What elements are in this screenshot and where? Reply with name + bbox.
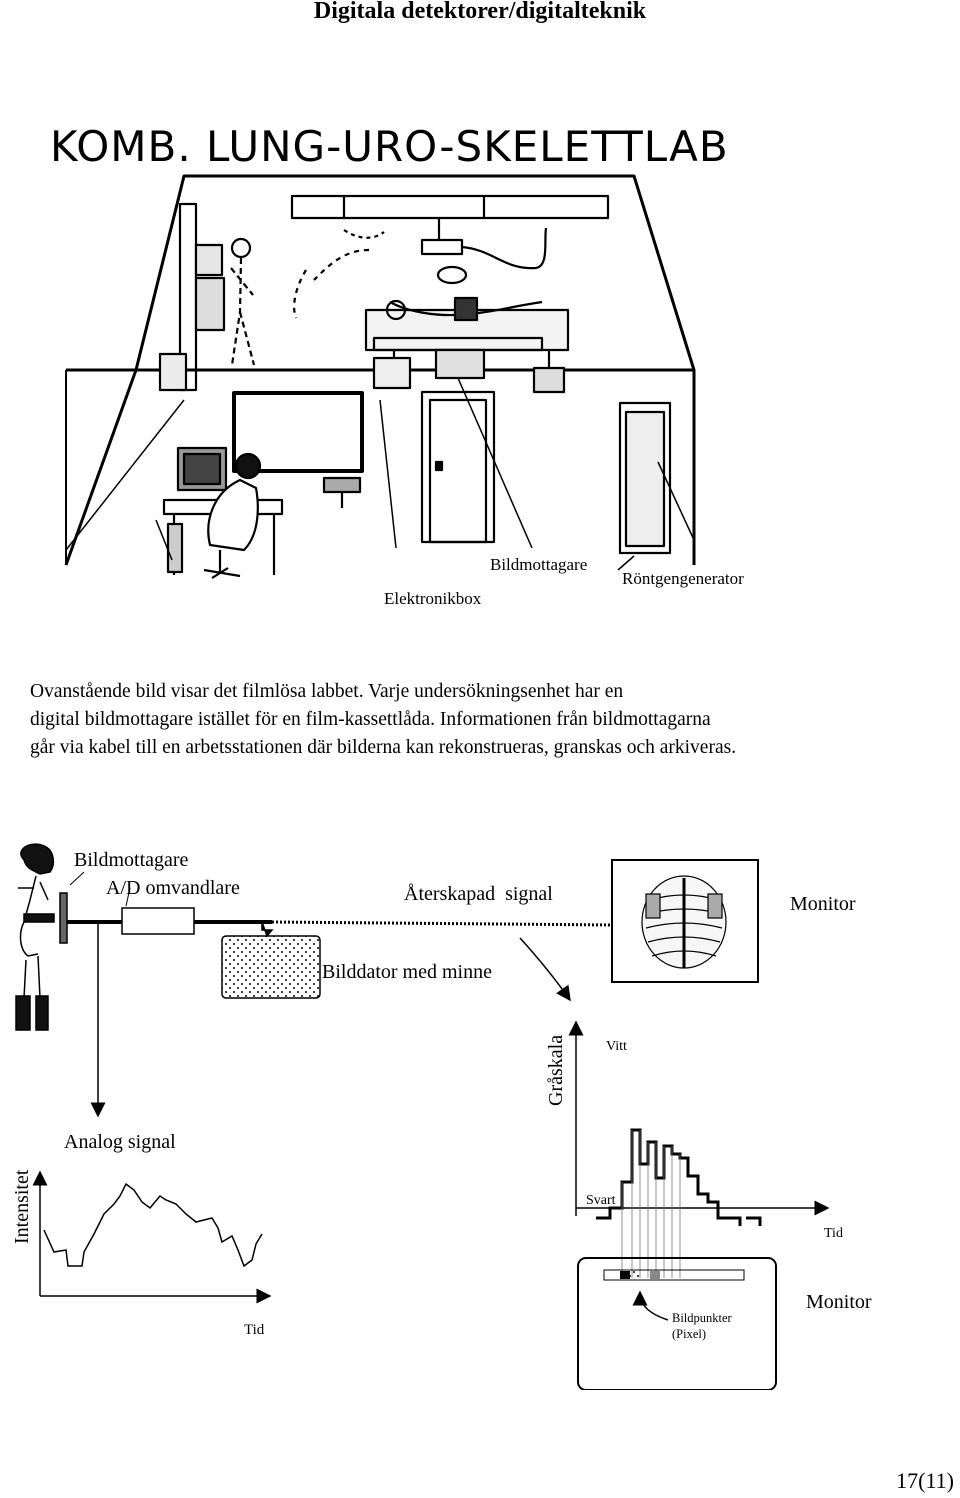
figure-caption: Ovanstående bild visar det filmlösa labb… xyxy=(30,678,930,762)
label-ad-omvandlare: A/D omvandlare xyxy=(106,877,240,899)
ad-converter-box xyxy=(121,907,195,935)
computer-memory-block xyxy=(221,935,321,999)
wall-detector xyxy=(194,276,226,332)
lab-sign: KOMB. LUNG-URO-SKELETTLAB xyxy=(50,122,729,171)
label-analog-signal: Analog signal xyxy=(64,1131,176,1153)
caption-line: Ovanstående bild visar det filmlösa labb… xyxy=(30,681,624,702)
label-vitt: Vitt xyxy=(606,1039,627,1054)
label-tid-right: Tid xyxy=(824,1226,843,1241)
leader-rontgengenerator xyxy=(657,461,695,541)
monitor-bottom xyxy=(577,1257,777,1390)
page-number: 17(11) xyxy=(896,1468,954,1493)
detector-plate xyxy=(59,892,68,944)
lab-illustration: KOMB. LUNG-URO-SKELETTLAB Bildmottagare … xyxy=(50,122,744,608)
operator-head xyxy=(234,452,262,480)
label-bildmottagare: Bildmottagare xyxy=(490,555,587,574)
signal-chain-diagram: Bildmottagare A/D omvandlare Återskapad … xyxy=(11,843,872,1390)
label-rontgengenerator: Röntgengenerator xyxy=(622,569,744,588)
label-intensitet: Intensitet xyxy=(11,1169,33,1244)
label-aterskapad-signal: Återskapad signal xyxy=(404,883,553,905)
pixel-row xyxy=(603,1269,745,1281)
label-monitor-top: Monitor xyxy=(790,893,856,915)
generator-cabinet xyxy=(618,401,672,555)
page-title: Digitala detektorer/digitalteknik xyxy=(313,0,647,24)
label-bildpunkter: Bildpunkter xyxy=(672,1311,733,1325)
label-pixel: (Pixel) xyxy=(672,1327,706,1341)
label-bilddator: Bilddator med minne xyxy=(322,961,492,983)
leader-bildmottagare xyxy=(457,377,533,549)
label-bildmottagare-diagram: Bildmottagare xyxy=(74,849,189,871)
leader-elektronikbox xyxy=(379,399,397,549)
ribcage-image xyxy=(641,875,727,969)
label-svart: Svart xyxy=(586,1193,616,1208)
xray-tube xyxy=(436,265,468,285)
label-graskala: Gråskala xyxy=(545,1035,567,1106)
monitor-top xyxy=(611,859,759,983)
signal-cable xyxy=(271,920,613,927)
label-monitor-bottom: Monitor xyxy=(806,1291,872,1313)
room-left-edge xyxy=(64,369,138,566)
ceiling-rail xyxy=(290,194,610,220)
label-elektronikbox: Elektronikbox xyxy=(384,589,482,608)
door xyxy=(420,390,496,544)
whiteboard xyxy=(232,391,364,473)
patient-figure-icon xyxy=(15,843,55,1031)
caption-line: digital bildmottagare istället för en fi… xyxy=(30,709,711,730)
label-tid-left: Tid xyxy=(244,1322,265,1338)
analog-signal-curve xyxy=(43,1182,263,1268)
digital-signal-steps xyxy=(596,1128,762,1226)
caption-line: går via kabel till en arbetsstationen dä… xyxy=(30,737,737,758)
table-detector xyxy=(453,296,479,322)
